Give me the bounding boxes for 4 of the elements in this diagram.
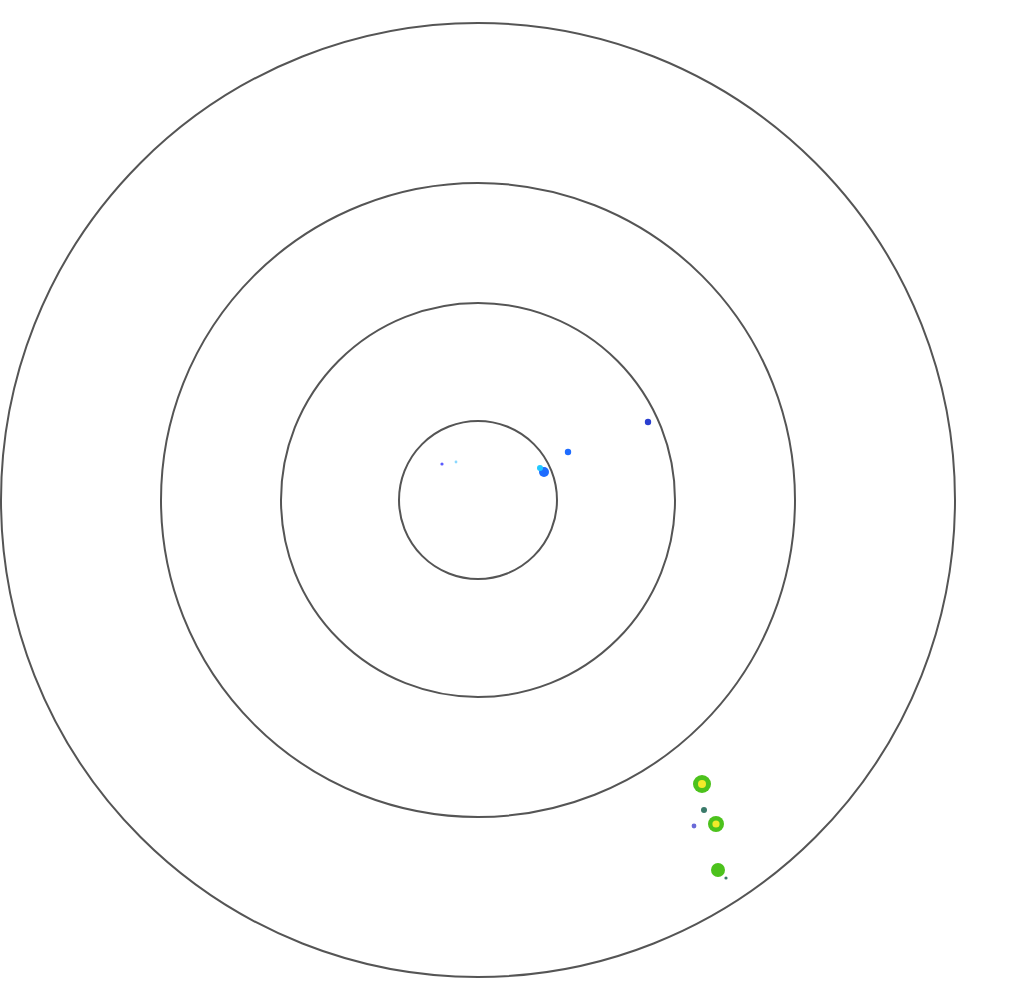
range-ring	[280, 302, 676, 698]
range-ring	[398, 420, 558, 580]
range-ring	[160, 182, 796, 818]
range-ring	[0, 22, 956, 978]
